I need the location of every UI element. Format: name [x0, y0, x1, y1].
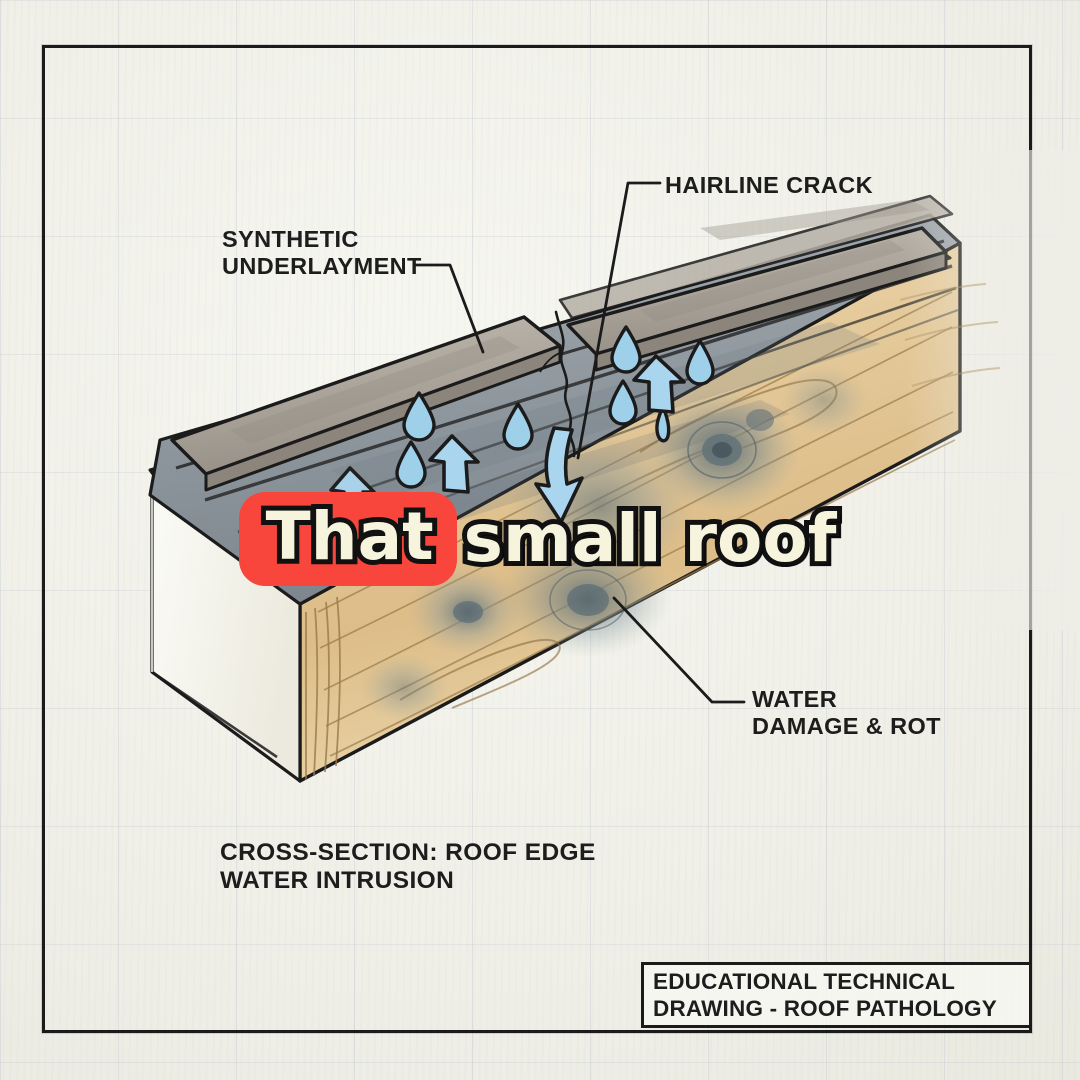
title-block: EDUCATIONAL TECHNICAL DRAWING - ROOF PAT… [641, 962, 1032, 1028]
rot-stain [360, 654, 448, 722]
wood-knot [549, 569, 627, 631]
wood-knot [746, 409, 774, 431]
annotation-synthetic-underlayment: SYNTHETIC UNDERLAYMENT [222, 226, 422, 280]
rot-stain [780, 364, 868, 436]
annotation-hairline-crack: HAIRLINE CRACK [665, 172, 873, 198]
section-caption: CROSS-SECTION: ROOF EDGE WATER INTRUSION [220, 839, 596, 895]
wood-knot [438, 588, 498, 636]
title-block-text: EDUCATIONAL TECHNICAL DRAWING - ROOF PAT… [653, 969, 997, 1021]
annotation-water-damage-rot: WATER DAMAGE & ROT [752, 686, 941, 740]
shingle-tabs [170, 194, 954, 492]
leader-hairline-crack [576, 181, 662, 460]
wood-knot [687, 421, 757, 479]
leader-underlayment [412, 263, 485, 354]
leader-water-damage [612, 596, 746, 704]
water-penetration-down-arrow [534, 426, 584, 524]
